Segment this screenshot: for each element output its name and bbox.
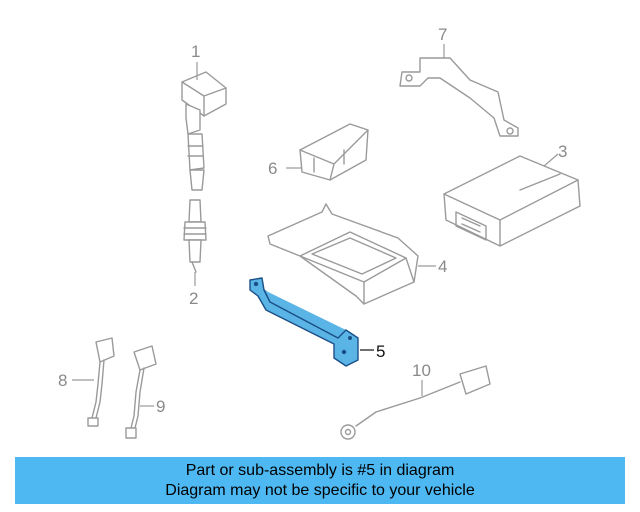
- callout-4: 4: [438, 257, 447, 276]
- callout-2: 2: [189, 289, 198, 308]
- callout-5: 5: [376, 342, 385, 361]
- banner-line-2: Diagram may not be specific to your vehi…: [165, 481, 475, 499]
- parts-diagram: 1 2 7 6 3 4: [58, 25, 581, 440]
- callout-7: 7: [438, 25, 447, 44]
- callout-3: 3: [558, 142, 567, 161]
- part-9-sensor[interactable]: [125, 345, 157, 439]
- callout-9: 9: [156, 397, 165, 416]
- part-3-control-module[interactable]: [443, 155, 581, 247]
- part-5-bracket-highlighted[interactable]: [249, 277, 359, 367]
- part-2-spark-plug[interactable]: [183, 199, 207, 273]
- part-10-knock-sensor[interactable]: [340, 365, 491, 440]
- callout-1: 1: [191, 42, 200, 61]
- info-banner: Part or sub-assembly is #5 in diagram Di…: [15, 457, 625, 504]
- callout-6: 6: [268, 159, 277, 178]
- part-1-ignition-coil[interactable]: [181, 71, 227, 191]
- part-6-sensor-module[interactable]: [299, 123, 369, 181]
- callout-10: 10: [412, 361, 431, 380]
- part-8-sensor[interactable]: [87, 337, 115, 427]
- part-4-mounting-tray[interactable]: [267, 203, 419, 305]
- leader-3: [543, 153, 559, 167]
- callout-8: 8: [58, 371, 67, 390]
- part-7-bracket[interactable]: [399, 57, 519, 137]
- banner-line-1: Part or sub-assembly is #5 in diagram: [185, 461, 455, 479]
